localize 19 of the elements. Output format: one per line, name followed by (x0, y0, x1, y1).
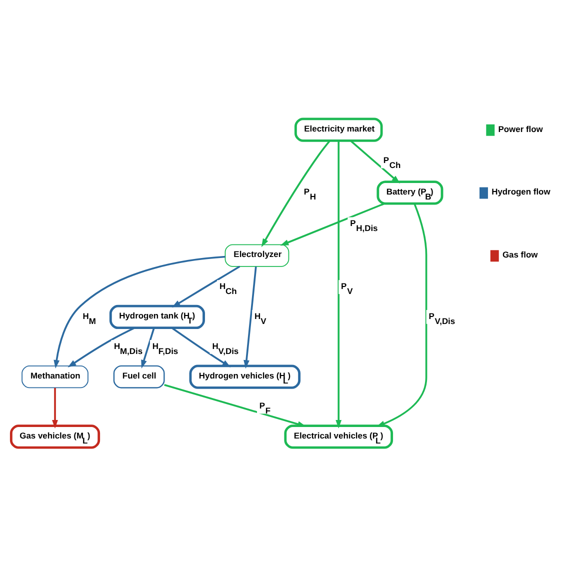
node-box: Electricity market (294, 117, 383, 142)
legend-label: Hydrogen flow (492, 186, 550, 196)
arrow (376, 202, 428, 426)
arrow (52, 387, 58, 428)
arrow (261, 140, 330, 247)
legend-label: Power flow (498, 123, 543, 134)
arrow (141, 327, 155, 368)
arrow (171, 326, 231, 367)
arrow (164, 384, 306, 426)
node-box: Electrolyzer (224, 244, 290, 266)
node-box: Fuel cell (113, 364, 165, 388)
arrow (68, 326, 136, 367)
node-box: Methanation (22, 365, 88, 388)
arrow (280, 202, 385, 246)
arrow (54, 255, 226, 368)
legend-label: Gas flow (502, 249, 538, 260)
arrow (244, 266, 257, 368)
arrow (172, 265, 240, 307)
arrow (336, 140, 342, 428)
